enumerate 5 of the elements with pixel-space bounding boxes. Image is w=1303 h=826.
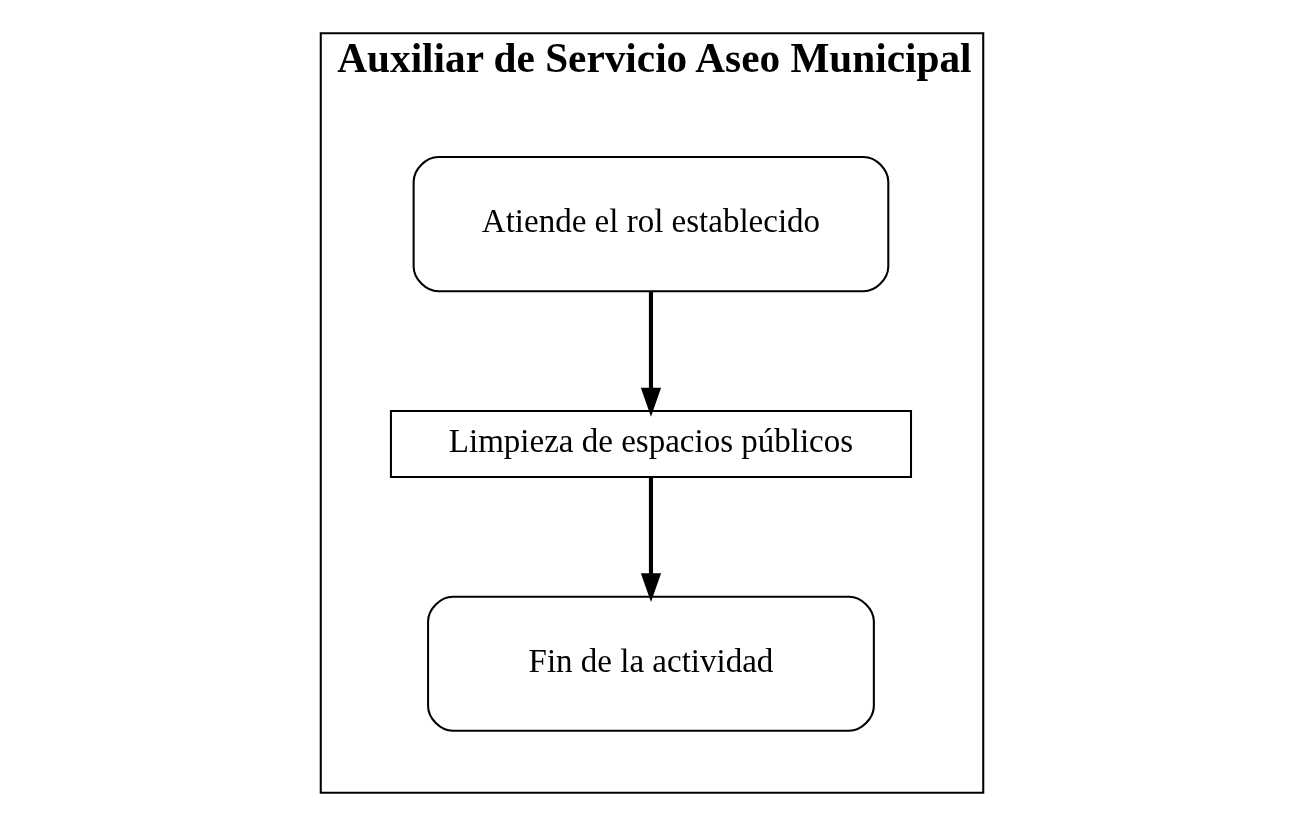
arrow	[640, 477, 661, 603]
node-box: Atiende el rol establecido	[412, 156, 889, 293]
arrow	[640, 291, 661, 417]
node-box: Fin de la actividad	[426, 595, 875, 732]
node-box: Limpieza de espacios públicos	[389, 409, 912, 478]
